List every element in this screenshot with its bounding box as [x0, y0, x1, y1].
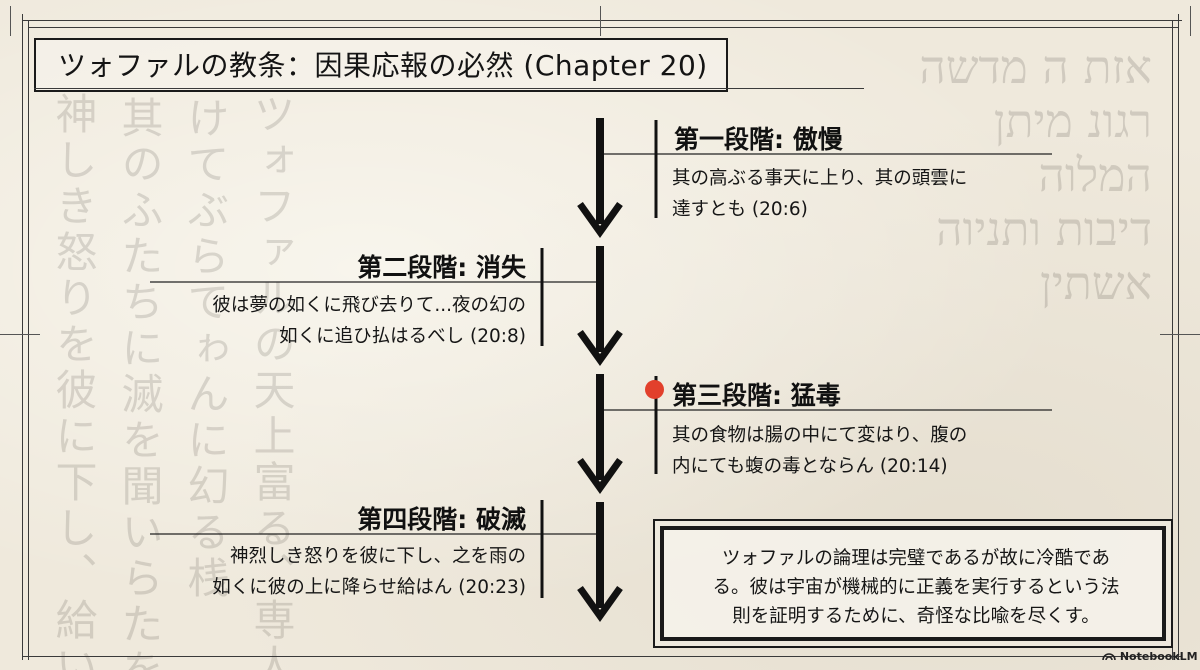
background-hebrew-text-5: אשתין: [1039, 256, 1152, 310]
arrow-4-head: [577, 585, 623, 623]
summary-text: ツォファルの論理は完璧であるが故に冷酷であ る。彼は宇宙が機械的に正義を実行する…: [676, 544, 1156, 631]
stage-3-title: 第三段階: 猛毒: [672, 381, 841, 410]
summary-line-3: 則を証明するために、奇怪な比喩を尽くす。: [732, 606, 1100, 627]
background-hebrew-text-3: המלוה: [1038, 148, 1152, 202]
frame-top-right-tick: [1190, 6, 1191, 36]
frame-mid-right-line: [1160, 334, 1200, 335]
stage-2-line-2: 如くに追ひ払はるべし (20:8): [279, 326, 526, 347]
background-vertical-text-4: ツォファルの天上富る、専人: [247, 92, 296, 670]
frame-bottom-line: [22, 656, 1182, 657]
summary-line-2: る。彼は宇宙が機械的に正義を実行するという法: [712, 577, 1120, 598]
frame-top-line: [22, 20, 1182, 21]
frame-left-line: [22, 14, 23, 660]
stage-4-title: 第四段階: 破滅: [357, 505, 526, 534]
summary-line-1: ツォファルの論理は完璧であるが故に冷酷であ: [721, 548, 1111, 569]
frame-right-line: [1178, 14, 1179, 660]
stage-2-title: 第二段階: 消失: [357, 253, 526, 282]
stage-1-line-2: 達すとも (20:6): [672, 199, 808, 220]
frame-left-line-inner: [28, 20, 29, 660]
summary-box-inner: [660, 526, 1166, 641]
frame-mid-left-line: [0, 334, 40, 335]
slide-title: ツォファルの教条：因果応報の必然 (Chapter 20): [58, 49, 708, 82]
stage-4-line-2: 如くに彼の上に降らせ給はん (20:23): [212, 577, 526, 598]
background-hebrew-text-1: אזת ה מדשה: [919, 40, 1152, 94]
notebooklm-logo: NotebookLM: [1102, 650, 1198, 663]
stage-3-line-2: 内にても蝮の毒とならん (20:14): [672, 456, 948, 477]
stage-3-line-1: 其の食物は腸の中にて変はり、腹の: [672, 425, 968, 446]
stage-4-line-1: 神烈しき怒りを彼に下し、之を雨の: [229, 546, 526, 567]
title-box: [34, 38, 728, 92]
background-hebrew-text-4: דיבות ותניוה: [936, 202, 1152, 256]
frame-top-line-inner: [28, 27, 1178, 28]
notebooklm-logo-text: NotebookLM: [1119, 650, 1198, 663]
arrow-1-head: [577, 201, 623, 239]
frame-top-left-tick: [10, 6, 11, 36]
title-underline: [34, 88, 864, 89]
arrow-3-head: [577, 457, 623, 495]
frame-top-mid-tick: [600, 6, 601, 36]
background-vertical-text-1: 神しき怒りを彼に下し、給い: [49, 92, 98, 670]
background-vertical-text-3: けてぶらてゎんに幻る桟: [181, 96, 230, 602]
stage-2-line-1: 彼は夢の如くに飛び去りて...夜の幻の: [212, 295, 526, 316]
notebooklm-icon: [1102, 653, 1116, 661]
arrow-2-head: [577, 329, 623, 367]
stage-1-line-1: 其の高ぶる事天に上り、其の頭雲に: [672, 168, 968, 189]
highlight-marker-dot: [645, 380, 664, 399]
stage-1-title: 第一段階: 傲慢: [674, 125, 843, 154]
frame-right-line-inner: [1172, 20, 1173, 660]
background-hebrew-text-2: רגונ מיתן: [993, 94, 1152, 148]
background-vertical-text-2: 其のふたちに滅を聞いらたを: [115, 96, 164, 670]
